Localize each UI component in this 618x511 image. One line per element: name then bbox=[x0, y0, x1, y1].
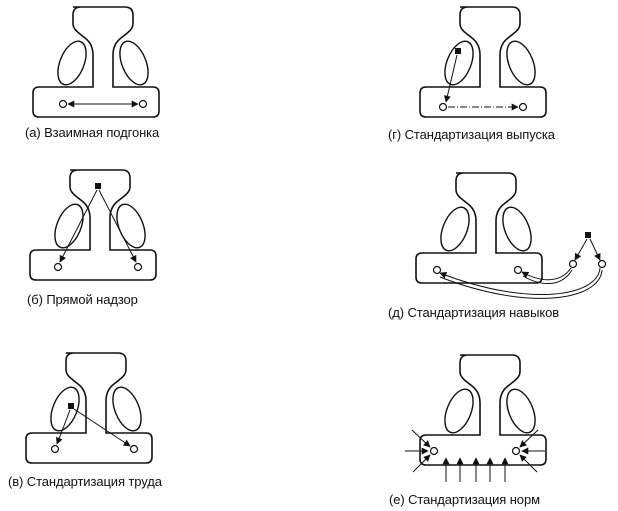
std-arrow-left-v bbox=[55, 409, 71, 445]
caption-a: (а) Взаимная подгонка bbox=[25, 125, 160, 140]
caption-d: (д) Стандартизация навыков bbox=[388, 305, 560, 320]
org-shape-a bbox=[32, 6, 160, 118]
caption-g: (г) Стандартизация выпуска bbox=[388, 127, 555, 142]
node-left-g bbox=[438, 102, 448, 112]
skills-path-outer-b-d bbox=[439, 269, 603, 299]
norm-arrow-r3-e bbox=[519, 454, 538, 473]
diagram-g bbox=[419, 6, 547, 118]
technostructure-node-v bbox=[68, 403, 74, 409]
caption-v: (в) Стандартизация труда bbox=[8, 474, 162, 489]
diagram-v bbox=[25, 352, 153, 464]
norm-arrow-r1-e bbox=[519, 429, 539, 448]
node-right-v bbox=[129, 444, 139, 454]
org-shape-e bbox=[419, 354, 547, 466]
node-left-a bbox=[58, 99, 68, 109]
trained-node-left-d bbox=[568, 259, 578, 269]
node-left-e bbox=[429, 446, 439, 456]
diagram-b bbox=[29, 169, 157, 281]
node-right-d bbox=[513, 265, 523, 275]
supervisor-node-b bbox=[95, 183, 101, 189]
technostructure-node-g bbox=[455, 48, 461, 54]
node-right-g bbox=[518, 102, 528, 112]
diagram-a bbox=[32, 6, 160, 118]
norm-arrow-l1-e bbox=[411, 429, 431, 448]
node-left-d bbox=[432, 265, 442, 275]
training-arrow-right-d bbox=[589, 238, 601, 261]
node-left-b bbox=[53, 262, 63, 272]
org-shape-g bbox=[419, 6, 547, 118]
trained-node-right-d bbox=[597, 259, 607, 269]
node-right-b bbox=[133, 262, 143, 272]
std-arrow-right-v bbox=[73, 408, 131, 447]
caption-e: (е) Стандартизация норм bbox=[389, 492, 540, 507]
caption-b: (б) Прямой надзор bbox=[27, 292, 138, 307]
skills-path-inner-b-d bbox=[522, 269, 573, 284]
std-arrow-g bbox=[444, 54, 458, 103]
diagram-d bbox=[415, 172, 607, 299]
node-right-e bbox=[511, 446, 521, 456]
order-arrow-right-b bbox=[98, 189, 137, 263]
training-arrow-left-d bbox=[574, 238, 588, 261]
skills-path-inner-a-d bbox=[521, 267, 572, 281]
node-right-a bbox=[138, 99, 148, 109]
norm-arrow-l3-e bbox=[412, 454, 431, 473]
node-left-v bbox=[50, 444, 60, 454]
diagram-e bbox=[405, 354, 547, 482]
training-node-d bbox=[585, 232, 591, 238]
order-arrow-left-b bbox=[59, 189, 98, 263]
skills-path-outer-a-d bbox=[439, 267, 601, 296]
